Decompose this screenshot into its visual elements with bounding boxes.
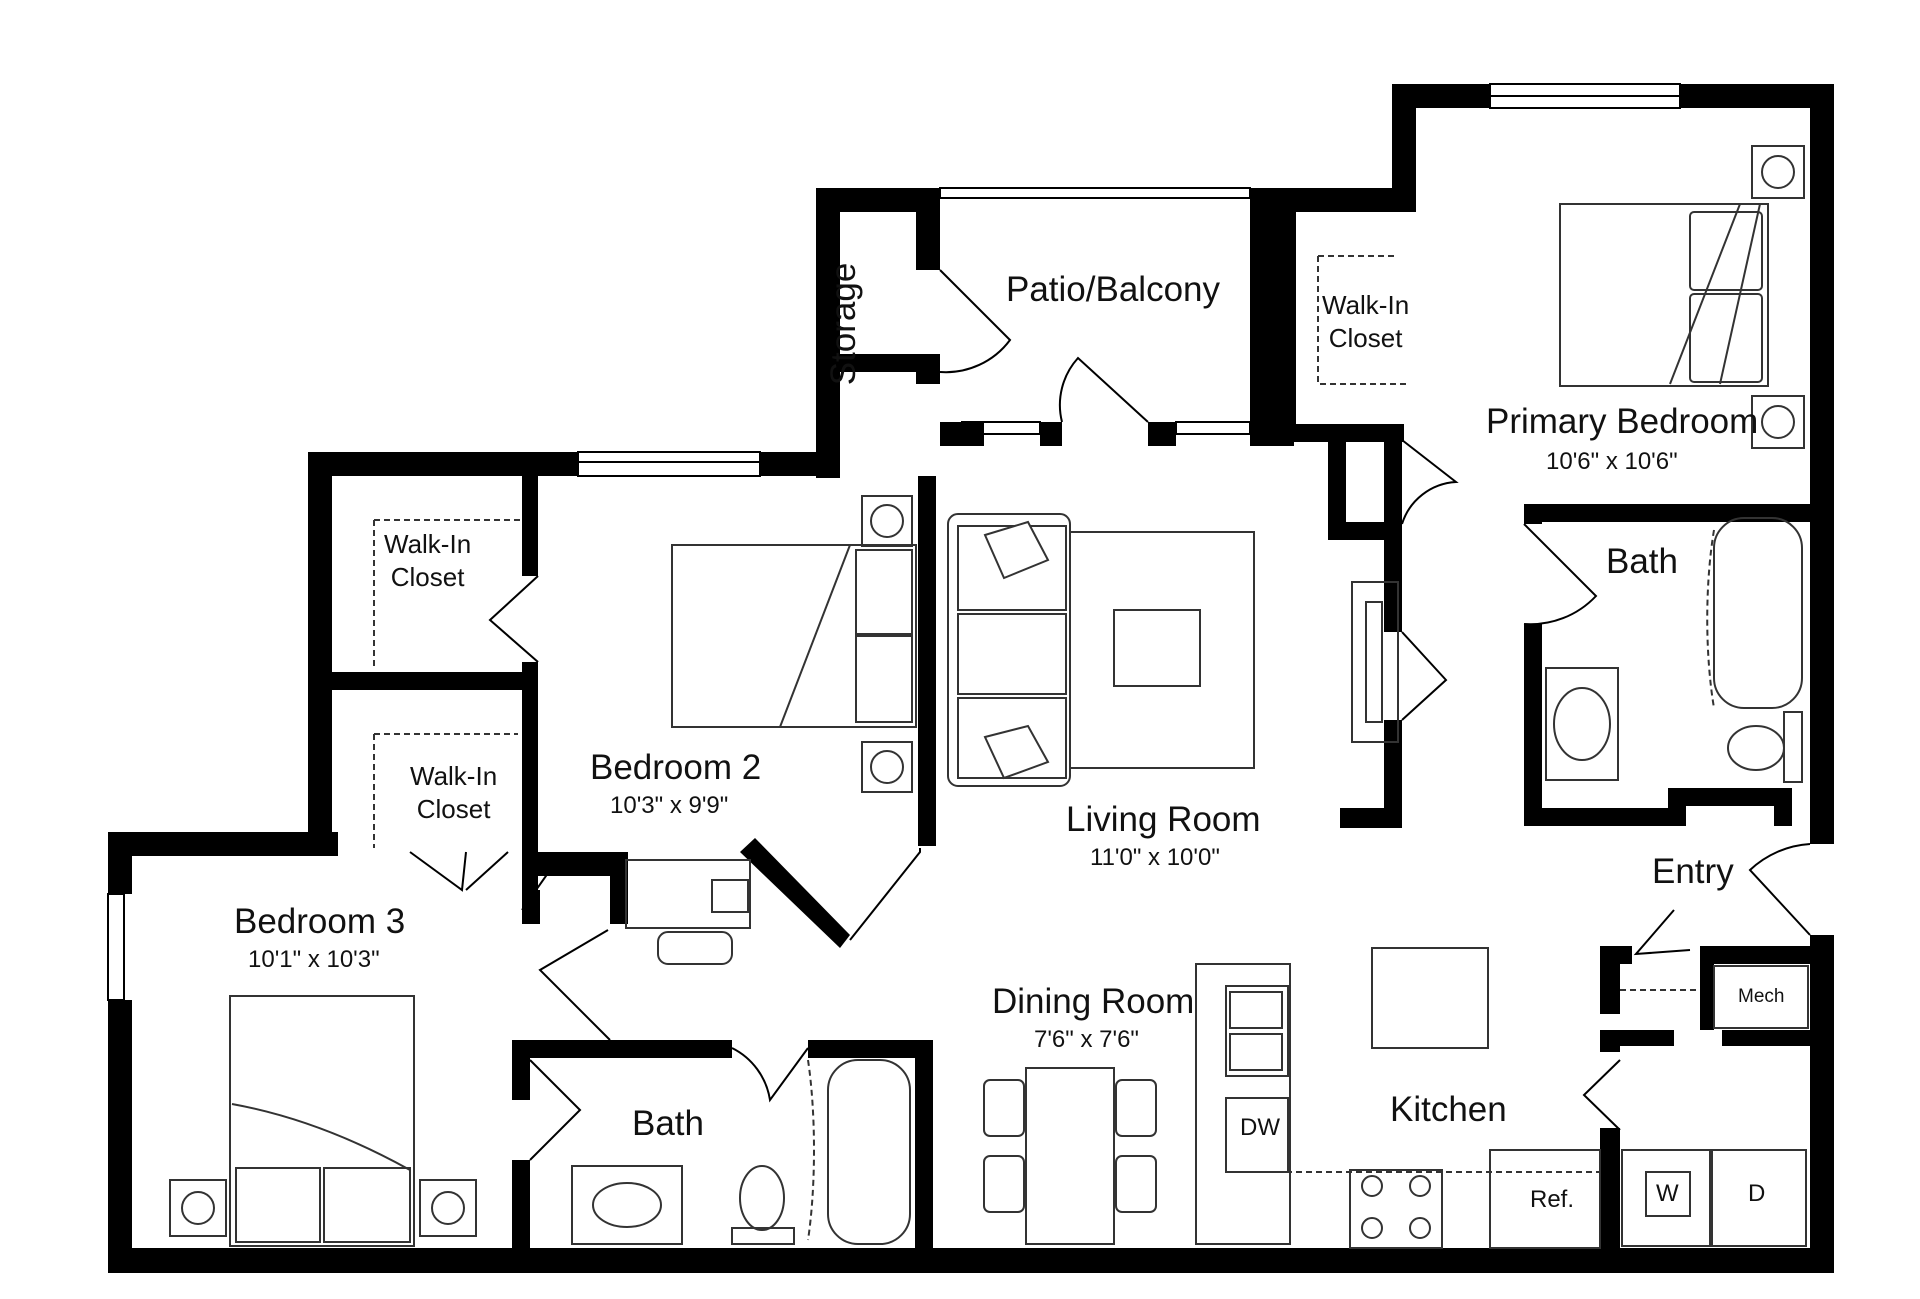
kitchen-label: Kitchen [1390, 1090, 1507, 1129]
primary-bedroom-label: Primary Bedroom [1486, 402, 1759, 441]
dining-room-label: Dining Room [992, 982, 1195, 1021]
bath-2-label: Bath [632, 1104, 704, 1143]
bedroom-3-label: Bedroom 3 [234, 902, 406, 941]
bedroom-3-dims: 10'1" x 10'3" [248, 946, 380, 973]
entry-label: Entry [1652, 852, 1734, 891]
washer-label: W [1656, 1180, 1679, 1207]
bedroom-2-dims: 10'3" x 9'9" [610, 792, 729, 819]
dryer-label: D [1748, 1180, 1766, 1207]
dining-room-dims: 7'6" x 7'6" [1034, 1026, 1139, 1053]
primary-bath-label: Bath [1606, 542, 1678, 581]
primary-bedroom-dims: 10'6" x 10'6" [1546, 448, 1678, 475]
refrigerator-label: Ref. [1530, 1186, 1575, 1213]
living-room-label: Living Room [1066, 800, 1261, 839]
bedroom-2-label: Bedroom 2 [590, 748, 762, 787]
walk-in-closet-upper-label: Walk-In Closet [384, 529, 472, 592]
doors [409, 269, 1811, 1161]
storage-label: Storage [824, 262, 863, 386]
walk-in-closet-primary-label: Walk-In Closet [1322, 290, 1410, 353]
dishwasher-label: DW [1240, 1114, 1280, 1141]
patio-label: Patio/Balcony [1006, 270, 1221, 309]
living-room-dims: 11'0" x 10'0" [1090, 844, 1220, 871]
sofa-pillows [983, 520, 1050, 780]
walls [108, 84, 1834, 1273]
walk-in-closet-lower-label: Walk-In Closet [410, 761, 498, 824]
mechanical-label: Mech [1738, 986, 1785, 1007]
windows [107, 83, 1681, 1001]
fixtures [169, 145, 1809, 1249]
